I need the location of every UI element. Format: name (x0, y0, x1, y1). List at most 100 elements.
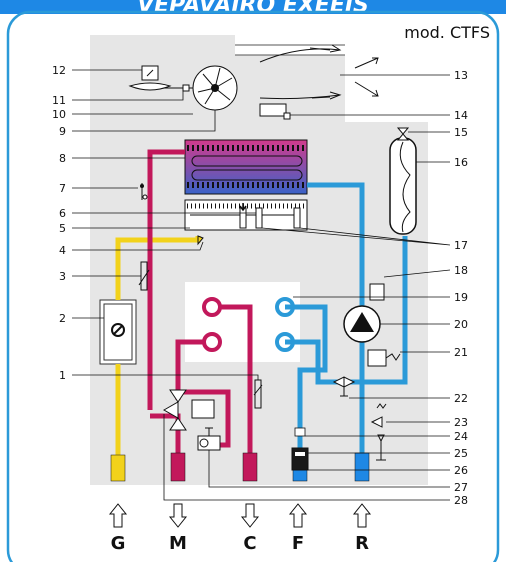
connection-arrow-up-icon (288, 503, 308, 528)
flue-arrowhead-lower (329, 91, 342, 100)
ch-sensor-mark (138, 269, 150, 286)
callout-number: 27 (454, 481, 468, 494)
callout-number: 2 (59, 312, 66, 325)
filling-tap-window (295, 452, 305, 456)
callout-number: 15 (454, 126, 468, 139)
dhw-hot-pipe (212, 304, 253, 455)
vessel-valve-icon (396, 127, 410, 141)
hx-tube-upper (191, 155, 303, 167)
connection-label-f: F (292, 533, 304, 554)
callout-number: 19 (454, 291, 468, 304)
gas-valve-knob-mark (113, 325, 123, 335)
flue-arrow-upper (259, 48, 341, 63)
switch-contact-mark (146, 69, 154, 77)
pressure-switch-zigzag (385, 353, 401, 361)
return-pipe (307, 182, 365, 455)
fill-valve-stem (340, 387, 348, 397)
callout-number: 1 (59, 369, 66, 382)
connection-label-g: G (111, 533, 126, 554)
gauge-dial (199, 438, 209, 448)
header-bar (0, 0, 506, 14)
detection-electrode (255, 207, 263, 229)
connection-label-m: M (169, 533, 187, 554)
callout-number: 26 (454, 464, 468, 477)
dhw-outlet-stub (242, 452, 258, 482)
callout-lines-left (72, 69, 259, 380)
callout-number: 6 (59, 207, 66, 220)
three-way-valve-icon (169, 389, 187, 431)
connection-arrow-down-icon (240, 503, 260, 528)
callout-lines-right (163, 74, 451, 501)
main-heat-exchanger (184, 139, 308, 195)
cold-pipe (285, 304, 328, 455)
callout-number: 17 (454, 239, 468, 252)
pump-triangle (350, 312, 374, 332)
callout-number: 9 (59, 125, 66, 138)
thermostat-dot-bottom (142, 194, 148, 200)
callout-number: 14 (454, 109, 468, 122)
hot-flow-pipe (147, 149, 185, 410)
callout-number: 5 (59, 222, 66, 235)
callout-number: 7 (59, 182, 66, 195)
callout-number: 11 (52, 94, 66, 107)
flue-arrow-lower (259, 94, 341, 100)
heating-flow-stub (170, 452, 186, 482)
valve-actuator (191, 399, 215, 419)
expansion-vessel (389, 137, 417, 235)
callout-number: 25 (454, 447, 468, 460)
flue-sensor-box (259, 103, 287, 117)
air-vent-icon (369, 283, 385, 301)
connection-arrow-up-icon (108, 503, 128, 528)
bypass-pipe (285, 236, 408, 385)
connection-label-c: C (243, 533, 256, 554)
callout-number: 24 (454, 430, 468, 443)
hx-tube-lower (191, 169, 303, 181)
callout-number: 18 (454, 264, 468, 277)
gas-nozzle (197, 235, 204, 246)
flow-sensor-band (294, 427, 306, 437)
callout-number: 10 (52, 108, 66, 121)
filling-tap-icon (291, 447, 309, 471)
exhaust-arrow-down (354, 81, 379, 97)
flue-arrowhead-upper (329, 44, 342, 53)
safety-valve-drain (376, 434, 386, 461)
callout-number: 4 (59, 244, 66, 257)
flue-arrow-ticks (309, 47, 331, 99)
callout-number: 20 (454, 318, 468, 331)
plate-port-top-left (202, 297, 222, 317)
electrode-arrow (239, 203, 247, 212)
gas-connection-stub (110, 454, 126, 482)
fill-valve-icon (332, 376, 356, 388)
callout-number: 22 (454, 392, 468, 405)
water-pressure-switch-icon (367, 349, 387, 367)
return-stub (354, 452, 370, 482)
burner-probe (293, 207, 301, 229)
gas-valve-inner (103, 303, 133, 361)
hot-return-loop (178, 389, 231, 448)
plate-port-bottom-left (202, 332, 222, 352)
callout-number: 28 (454, 494, 468, 507)
callout-number: 16 (454, 156, 468, 169)
vessel-membrane (399, 141, 411, 233)
model-label: mod. CTFS (404, 23, 490, 42)
callout-number: 21 (454, 346, 468, 359)
callout-number: 23 (454, 416, 468, 429)
gauge-stem (205, 427, 213, 436)
three-way-valve-left (162, 401, 179, 419)
air-pressure-switch-icon (128, 82, 172, 91)
outer-frame (6, 10, 500, 566)
thermostat-dot-top (140, 184, 144, 188)
callout-number: 12 (52, 64, 66, 77)
boiler-panel (90, 35, 428, 485)
exhaust-arrow-up (354, 57, 379, 69)
header-title: VEPAVAIRO EXEEIS (137, 0, 369, 18)
flue-duct-lines (235, 44, 345, 56)
connection-arrow-up-icon (352, 503, 372, 528)
hot-pipe-to-plate (175, 339, 210, 400)
flue-sensor-port (283, 112, 291, 120)
fan-sensor-port (182, 84, 190, 92)
